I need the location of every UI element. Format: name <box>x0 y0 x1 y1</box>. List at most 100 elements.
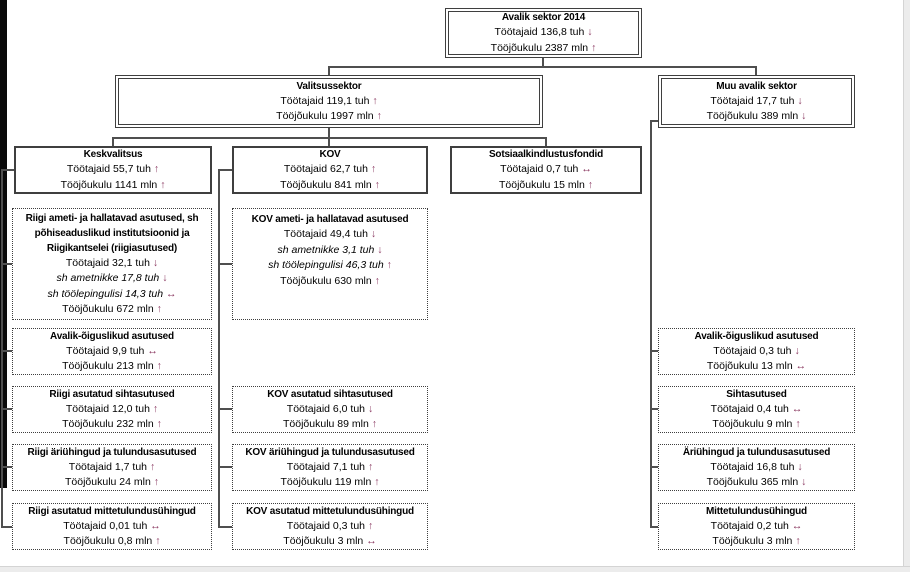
arrow-up-icon: ↑ <box>587 178 593 191</box>
arrow-up-icon: ↑ <box>156 418 162 430</box>
node-kov-asutatud-mittetulundusuhingud: KOV asutatud mittetulundusühingud Töötaj… <box>232 503 428 550</box>
stat-text: Tööjõukulu 15 mln <box>499 178 585 191</box>
node-kov-asutatud-sihtasutused: KOV asutatud sihtasutused Töötajaid 6,0 … <box>232 386 428 433</box>
stat-line: Töötajaid 0,3 tuh ↓ <box>713 344 799 360</box>
node-title: Sotsiaalkindlustusfondid <box>488 149 604 160</box>
connector-line <box>218 526 232 528</box>
stat-text: Tööjõukulu 213 mln <box>62 360 154 372</box>
node-avalik-oiguslikud-asutused-riik: Avalik-õiguslikud asutused Töötajaid 9,9… <box>12 328 212 375</box>
stat-line: Tööjõukulu 119 mln ↑ <box>280 475 379 491</box>
connector-line <box>1 169 14 171</box>
stat-line: Tööjõukulu 389 mln ↓ <box>707 109 807 125</box>
connector-rail-left <box>1 169 3 528</box>
stat-text: Töötajaid 12,0 tuh <box>65 402 150 415</box>
connector-line <box>542 57 544 68</box>
node-valitsussektor: Valitsussektor Töötajaid 119,1 tuh ↑ Töö… <box>115 75 543 128</box>
arrow-up-icon: ↑ <box>367 519 374 532</box>
arrow-up-icon: ↑ <box>152 402 159 415</box>
stat-text: Tööjõukulu 9 mln <box>712 418 793 430</box>
stat-text: Töötajaid 49,4 tuh <box>283 228 368 240</box>
connector-line <box>650 120 658 122</box>
connector-line <box>218 169 232 171</box>
arrow-up-icon: ↑ <box>156 360 162 372</box>
stat-text: Tööjõukulu 1141 mln <box>60 178 158 191</box>
arrow-up-icon: ↑ <box>367 460 374 473</box>
arrow-up-icon: ↑ <box>156 303 162 315</box>
stat-line: sh töölepingulisi 46,3 tuh ↑ <box>268 258 392 274</box>
stat-line: Töötajaid 32,1 tuh ↓ <box>66 256 158 272</box>
stat-line: Tööjõukulu 630 mln ↑ <box>280 274 380 290</box>
arrow-down-icon: ↓ <box>801 110 807 122</box>
stat-text: Tööjõukulu 3 mln <box>283 535 364 547</box>
stat-line: Tööjõukulu 0,8 mln ↑ <box>64 534 161 550</box>
arrow-up-icon: ↑ <box>795 418 801 430</box>
connector-line <box>650 408 658 410</box>
stat-line: Tööjõukulu 1997 mln ↑ <box>276 109 382 125</box>
stat-text: Töötajaid 16,8 tuh <box>710 460 795 473</box>
stat-line: Töötajaid 16,8 tuh ↓ <box>710 460 802 476</box>
node-kov: KOV Töötajaid 62,7 tuh ↑ Tööjõukulu 841 … <box>232 146 428 194</box>
stat-line: Tööjõukulu 3 mln ↑ <box>712 534 800 550</box>
connector-line <box>218 263 232 265</box>
node-title: KOV äriühingud ja tulundusasutused <box>245 446 415 458</box>
arrow-up-icon: ↑ <box>160 178 166 191</box>
stat-line: Töötajaid 0,7 tuh ↔ <box>500 162 592 178</box>
arrow-leftright-icon: ↔ <box>581 163 592 175</box>
stat-line: Tööjõukulu 9 mln ↑ <box>712 417 800 433</box>
arrow-down-icon: ↓ <box>367 402 374 415</box>
node-sotsiaalkindlustusfondid: Sotsiaalkindlustusfondid Töötajaid 0,7 t… <box>450 146 642 194</box>
stat-text: Töötajaid 0,01 tuh <box>63 519 148 532</box>
stat-line: Töötajaid 0,01 tuh ↔ <box>63 519 160 535</box>
node-title: Riigi asutatud sihtasutused <box>49 388 175 400</box>
connector-line <box>755 66 757 75</box>
connector-line <box>650 350 658 352</box>
connector-line <box>218 408 232 410</box>
node-avalik-oiguslikud-asutused-muu: Avalik-õiguslikud asutused Töötajaid 0,3… <box>658 328 855 375</box>
connector-line <box>1 350 12 352</box>
stat-text: Tööjõukulu 24 mln <box>65 476 151 488</box>
stat-text: Tööjõukulu 389 mln <box>706 110 799 122</box>
connector-line <box>218 466 232 468</box>
node-title: Riigi ameti- ja hallatavad asutused, sh … <box>25 212 199 254</box>
stat-line: Töötajaid 136,8 tuh ↓ <box>494 25 592 41</box>
arrow-up-icon: ↑ <box>591 41 597 54</box>
stat-line: Tööjõukulu 672 mln ↑ <box>62 302 162 318</box>
stat-text: Tööjõukulu 841 mln <box>280 178 372 191</box>
node-title: KOV asutatud mittetulundusühingud <box>246 505 414 517</box>
stat-line: Tööjõukulu 365 mln ↓ <box>707 475 807 491</box>
arrow-down-icon: ↓ <box>797 94 803 107</box>
arrow-down-icon: ↓ <box>162 272 168 284</box>
node-riigi-ameti-ja-hallatavad-asutused: Riigi ameti- ja hallatavad asutused, sh … <box>12 208 212 320</box>
node-riigi-ariuhingud-ja-tulundusasutused: Riigi äriühingud ja tulundusasutused Töö… <box>12 444 212 491</box>
node-title: Riigi asutatud mittetulundusühingud <box>28 505 196 517</box>
node-avalik-sektor-2014: Avalik sektor 2014 Töötajaid 136,8 tuh ↓… <box>445 8 642 58</box>
node-title: KOV ameti- ja hallatavad asutused <box>251 214 409 225</box>
stat-text: sh töölepingulisi 14,3 tuh <box>47 287 164 300</box>
node-title: Keskvalitsus <box>83 149 143 160</box>
connector-line <box>112 137 114 146</box>
node-muu-avalik-sektor: Muu avalik sektor Töötajaid 17,7 tuh ↓ T… <box>658 75 855 128</box>
stat-text: Töötajaid 62,7 tuh <box>283 163 368 175</box>
node-title: KOV asutatud sihtasutused <box>267 388 393 400</box>
arrow-leftright-icon: ↔ <box>150 519 161 532</box>
stat-line: Töötajaid 1,7 tuh ↑ <box>69 460 155 476</box>
node-keskvalitsus: Keskvalitsus Töötajaid 55,7 tuh ↑ Tööjõu… <box>14 146 212 194</box>
arrow-leftright-icon: ↔ <box>147 344 158 357</box>
arrow-up-icon: ↑ <box>371 418 377 430</box>
node-title: Avalik-õiguslikud asutused <box>50 330 174 342</box>
arrow-up-icon: ↑ <box>374 178 380 191</box>
node-sihtasutused: Sihtasutused Töötajaid 0,4 tuh ↔ Tööjõuk… <box>658 386 855 433</box>
node-title: Avalik sektor 2014 <box>501 12 586 23</box>
connector-line <box>1 408 12 410</box>
stat-line: Tööjõukulu 1141 mln ↑ <box>61 178 166 194</box>
node-mittetulundusuhingud: Mittetulundusühingud Töötajaid 0,2 tuh ↔… <box>658 503 855 550</box>
stat-line: Töötajaid 9,9 tuh ↔ <box>66 344 158 360</box>
stat-line: Tööjõukulu 232 mln ↑ <box>62 417 162 433</box>
arrow-down-icon: ↓ <box>794 344 800 357</box>
arrow-up-icon: ↑ <box>372 94 378 107</box>
stat-line: Töötajaid 0,4 tuh ↔ <box>711 402 803 418</box>
stat-line: Töötajaid 49,4 tuh ↓ <box>284 227 376 243</box>
stat-line: Töötajaid 119,1 tuh ↑ <box>280 94 377 110</box>
stat-text: Töötajaid 0,3 tuh <box>713 344 792 357</box>
connector-rail-right <box>650 120 652 528</box>
